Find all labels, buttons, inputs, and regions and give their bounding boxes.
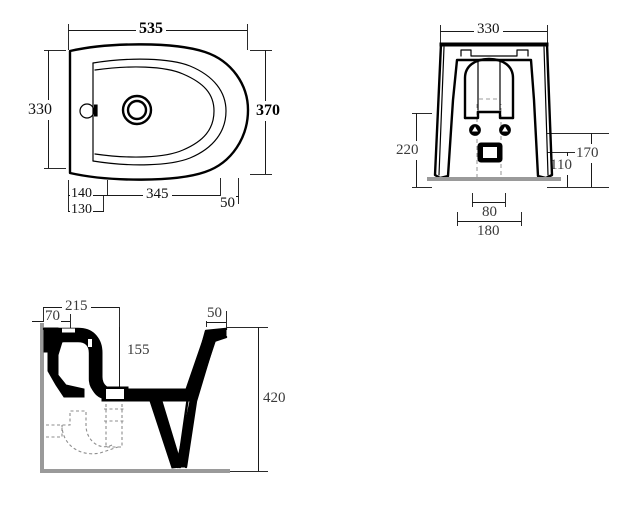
se-waste-spigot-bore — [106, 389, 124, 399]
se-pedestal-inner-edge — [184, 335, 228, 469]
se-ext-215-r — [119, 307, 120, 339]
se-ext-420-b — [226, 471, 268, 472]
se-floor-line — [40, 469, 230, 473]
plan-ext-a — [68, 180, 69, 196]
se-dimline-420 — [258, 327, 259, 471]
fe-ext-r-80 — [505, 193, 506, 207]
fe-bowl-underside — [463, 57, 515, 120]
se-cut-hatch-rim — [43, 327, 59, 353]
se-dim-50-label: 50 — [206, 305, 223, 321]
plan-dim-345-label: 345 — [143, 187, 172, 202]
plan-dim-50-label: 50 — [219, 195, 236, 211]
se-hidden-p-trap — [46, 410, 113, 448]
plan-ext-c — [220, 178, 221, 196]
se-hidden-p-trap-inner — [46, 424, 119, 455]
plan-ext-f — [103, 196, 104, 212]
se-pedestal-back-edge — [150, 399, 182, 469]
fe-body-inner-right — [543, 46, 549, 176]
fe-ext-top-170 — [547, 133, 609, 134]
plan-dim-330-label: 330 — [27, 100, 53, 120]
plan-ext-bot-370 — [250, 174, 272, 175]
plan-ext-bot-330 — [44, 168, 66, 169]
se-ext-50-r — [226, 311, 227, 327]
plan-inner-bowl-inner — [94, 66, 215, 158]
plan-ext-b — [107, 180, 108, 196]
plan-dim-370-label: 370 — [255, 101, 281, 121]
fe-floor-line — [427, 177, 561, 181]
fe-dim-110-label: 110 — [549, 156, 573, 175]
se-ext-215-l — [43, 307, 44, 319]
plan-ext-d — [238, 178, 239, 204]
fe-body-inner-left — [438, 46, 445, 176]
fe-ext-l-180 — [457, 212, 458, 226]
se-dimline-155 — [119, 327, 120, 389]
fe-dim-80-label: 80 — [480, 204, 499, 220]
fe-bowl-step — [463, 110, 515, 120]
plan-inner-bowl-outline — [92, 58, 227, 166]
fe-fixing-bolt-right — [499, 124, 511, 136]
fe-ext-right-330 — [547, 25, 548, 45]
front-geometry — [433, 42, 554, 181]
plan-waste-drain-hole-outer — [121, 94, 153, 126]
fe-hidden-service-duct — [476, 104, 502, 181]
fe-ext-r-180 — [521, 212, 522, 226]
plan-ext-top-330 — [44, 50, 66, 51]
fe-dim-180-label: 180 — [475, 223, 502, 239]
fe-dim-330-label: 330 — [474, 22, 503, 37]
fe-ext-bot-170 — [547, 187, 609, 188]
fe-ext-l-80 — [472, 193, 473, 207]
plan-geometry — [68, 43, 250, 181]
plan-tap-hole — [79, 103, 95, 119]
plan-waste-drain-hole-inner — [126, 99, 148, 121]
fe-fixing-bolt-left — [469, 124, 481, 136]
fe-dimline-80 — [472, 202, 505, 203]
se-dim-155-label: 155 — [125, 342, 152, 359]
side-geometry — [42, 327, 228, 469]
fe-waste-outlet-bore — [483, 147, 497, 158]
fe-top-rim — [439, 42, 549, 47]
plan-ext-right-535 — [247, 24, 248, 50]
plan-overflow-slot — [94, 104, 98, 117]
plan-ext-top-370 — [250, 50, 272, 51]
fe-dim-170-label: 170 — [575, 144, 600, 163]
se-dim-70-label: 70 — [44, 308, 61, 324]
plan-ext-left-535 — [68, 24, 69, 50]
plan-ext-e — [68, 196, 69, 212]
front-elevation-view: 330 220 170 110 80 180 — [395, 0, 631, 250]
plan-outer-rim-outline — [68, 43, 250, 181]
fe-recess-outline — [460, 49, 529, 57]
se-pedestal-outer-edge — [176, 327, 228, 469]
plan-dim-140-label: 140 — [70, 186, 93, 201]
plan-dim-130-label: 130 — [70, 202, 93, 217]
plan-dim-535-label: 535 — [136, 21, 166, 37]
se-dimline-50 — [206, 322, 226, 323]
se-rim-gap-mark-a — [62, 328, 75, 333]
se-dim-420-label: 420 — [262, 389, 287, 408]
se-hidden-waste-pipe — [105, 393, 123, 448]
fe-ext-left-330 — [440, 25, 441, 45]
fe-dimline-180 — [457, 221, 521, 222]
se-ext-70-b — [70, 314, 71, 336]
fe-ext-bot-220 — [412, 187, 432, 188]
fe-ext-top-110 — [547, 152, 575, 153]
fe-dim-220-label: 220 — [395, 141, 420, 160]
plan-view: 535 330 370 140 130 345 50 — [0, 0, 320, 250]
se-ext-420-t — [226, 327, 268, 328]
se-rim-gap-mark-b — [88, 339, 92, 347]
side-elevation-view: 70 215 50 155 420 — [0, 285, 320, 507]
fe-ext-top-220 — [412, 113, 432, 114]
se-wall-line — [40, 323, 44, 471]
se-dim-215-label: 215 — [62, 299, 91, 314]
